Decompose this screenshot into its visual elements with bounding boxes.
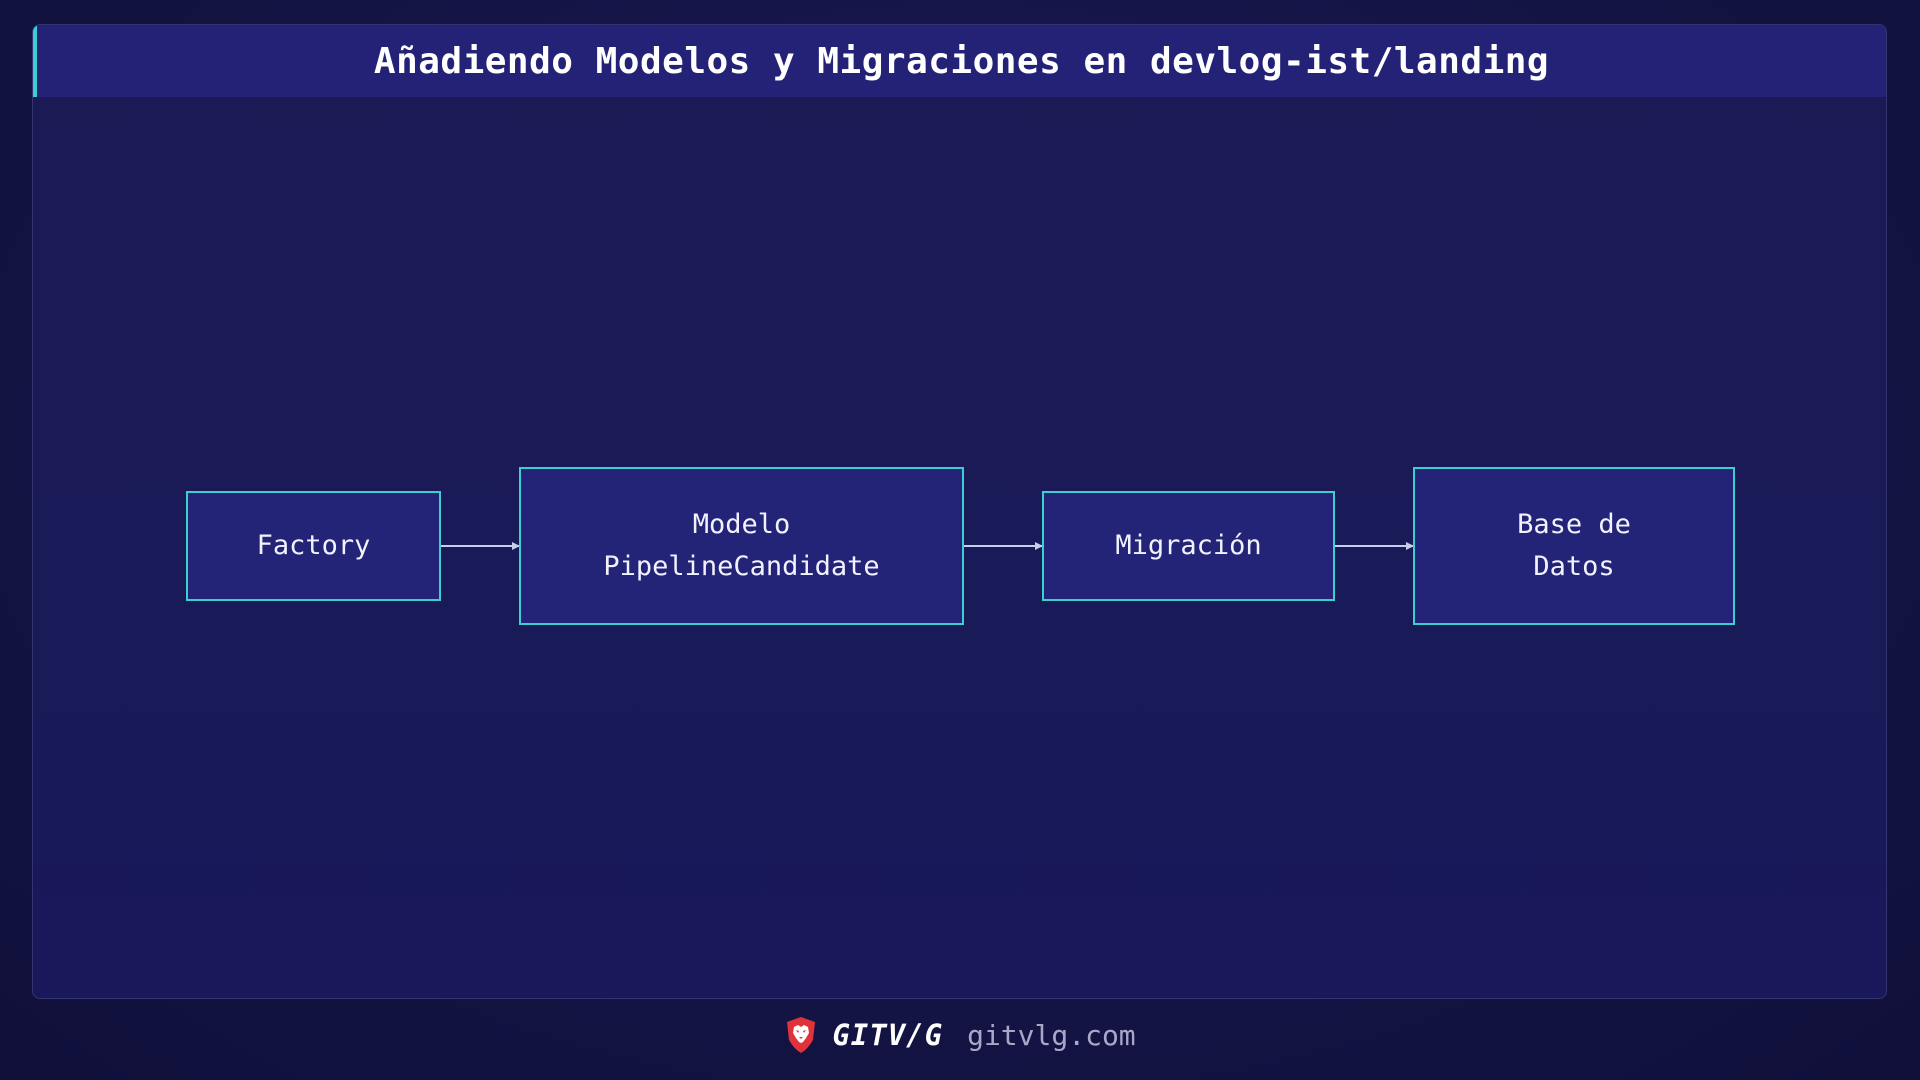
lion-shield-icon [787,1017,816,1053]
node-migracion-label: Migración [1115,530,1262,561]
node-base-label-line-2: Datos [1533,551,1615,582]
footer: GITV/G gitvlg.com [0,1010,1920,1060]
node-base-label-line-1: Base de [1517,509,1631,540]
brand-logo-text: GITV/G [832,1018,944,1052]
node-factory: Factory [186,491,441,601]
node-factory-label: Factory [256,530,371,561]
site-domain: gitvlg.com [967,1018,1136,1052]
node-modelo-label-line-2: PipelineCandidate [603,551,880,582]
node-base-de-datos: Base de Datos [1413,467,1735,625]
node-modelo-label-line-1: Modelo [692,509,791,540]
title-bar: Añadiendo Modelos y Migraciones en devlo… [33,25,1886,97]
node-modelo-pipelinecandidate: Modelo PipelineCandidate [519,467,964,625]
page-title: Añadiendo Modelos y Migraciones en devlo… [373,40,1550,82]
node-migracion: Migración [1042,491,1335,601]
